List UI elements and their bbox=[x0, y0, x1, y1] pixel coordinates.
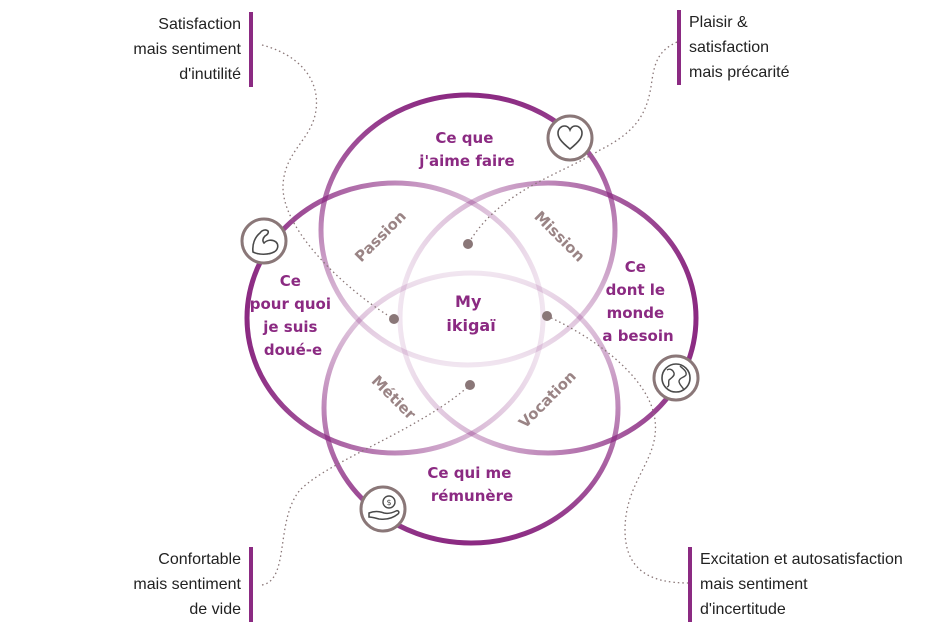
zone-label-vocation: Vocation bbox=[515, 367, 580, 432]
note-bottom-left: Confortable mais sentiment de vide bbox=[133, 547, 253, 622]
hand-coin-icon: $ bbox=[359, 485, 407, 533]
dot-mission bbox=[542, 311, 552, 321]
note-bottom-left-line1: Confortable bbox=[158, 551, 241, 568]
zone-label-mission: Mission bbox=[531, 207, 589, 265]
svg-text:Ce qui me rémunère: Ce qui me rémunère bbox=[427, 464, 516, 505]
circle-paid bbox=[321, 270, 621, 546]
note-top-left-line1: Satisfaction bbox=[158, 16, 241, 33]
need-label-line3: monde bbox=[607, 304, 665, 322]
center-label-line2: ikigaï bbox=[446, 316, 496, 335]
good-label-line2: pour quoi bbox=[250, 295, 331, 313]
love-label-line1: Ce que bbox=[435, 129, 493, 147]
globe-icon bbox=[652, 354, 700, 402]
dot-passion bbox=[463, 239, 473, 249]
note-top-left: Satisfaction mais sentiment d'inutilité bbox=[133, 12, 253, 87]
svg-text:Ce que j'aime faire: Ce que j'aime faire bbox=[418, 129, 514, 170]
zone-label-metier: Métier bbox=[368, 372, 420, 424]
circle-love bbox=[318, 92, 618, 368]
note-top-left-line3: d'inutilité bbox=[179, 66, 241, 83]
need-label-line4: a besoin bbox=[602, 327, 673, 345]
center-label-line1: My bbox=[455, 292, 482, 311]
note-top-right: Plaisir & satisfaction mais précarité bbox=[677, 10, 789, 85]
love-label-line2: j'aime faire bbox=[418, 152, 514, 170]
circle-need bbox=[397, 180, 699, 456]
zone-label-passion: Passion bbox=[351, 207, 409, 265]
svg-text:My ikigaï: My ikigaï bbox=[446, 292, 496, 335]
svg-text:$: $ bbox=[386, 498, 391, 507]
heart-icon bbox=[546, 114, 594, 162]
note-bottom-left-line3: de vide bbox=[189, 601, 241, 618]
good-label-line3: je suis bbox=[262, 318, 317, 336]
note-bottom-right-line2: mais sentiment bbox=[700, 576, 808, 593]
svg-text:Ce dont le monde a: Ce dont le monde a besoin bbox=[602, 258, 673, 345]
note-top-right-line1: Plaisir & bbox=[689, 14, 748, 31]
note-bottom-right-line3: d'incertitude bbox=[700, 601, 786, 618]
need-label-line2: dont le bbox=[606, 281, 665, 299]
note-bottom-right-line1: Excitation et autosatisfaction bbox=[700, 551, 903, 568]
need-label-line1: Ce bbox=[625, 258, 646, 276]
paid-label-line1: Ce qui me bbox=[427, 464, 511, 482]
svg-text:Ce pour quoi je suis: Ce pour quoi je suis doué-e bbox=[250, 272, 336, 359]
note-top-left-line2: mais sentiment bbox=[133, 41, 241, 58]
note-bottom-left-line2: mais sentiment bbox=[133, 576, 241, 593]
note-top-right-line2: satisfaction bbox=[689, 39, 770, 56]
good-label-line4: doué-e bbox=[264, 341, 322, 359]
flexed-arm-icon bbox=[240, 217, 288, 265]
note-bottom-right: Excitation et autosatisfaction mais sent… bbox=[688, 547, 903, 622]
connector-top-left bbox=[261, 44, 395, 320]
good-label-line1: Ce bbox=[280, 272, 301, 290]
dot-metier bbox=[389, 314, 399, 324]
note-top-right-line3: mais précarité bbox=[689, 64, 790, 81]
dot-vocation bbox=[465, 380, 475, 390]
paid-label-line2: rémunère bbox=[431, 487, 513, 505]
